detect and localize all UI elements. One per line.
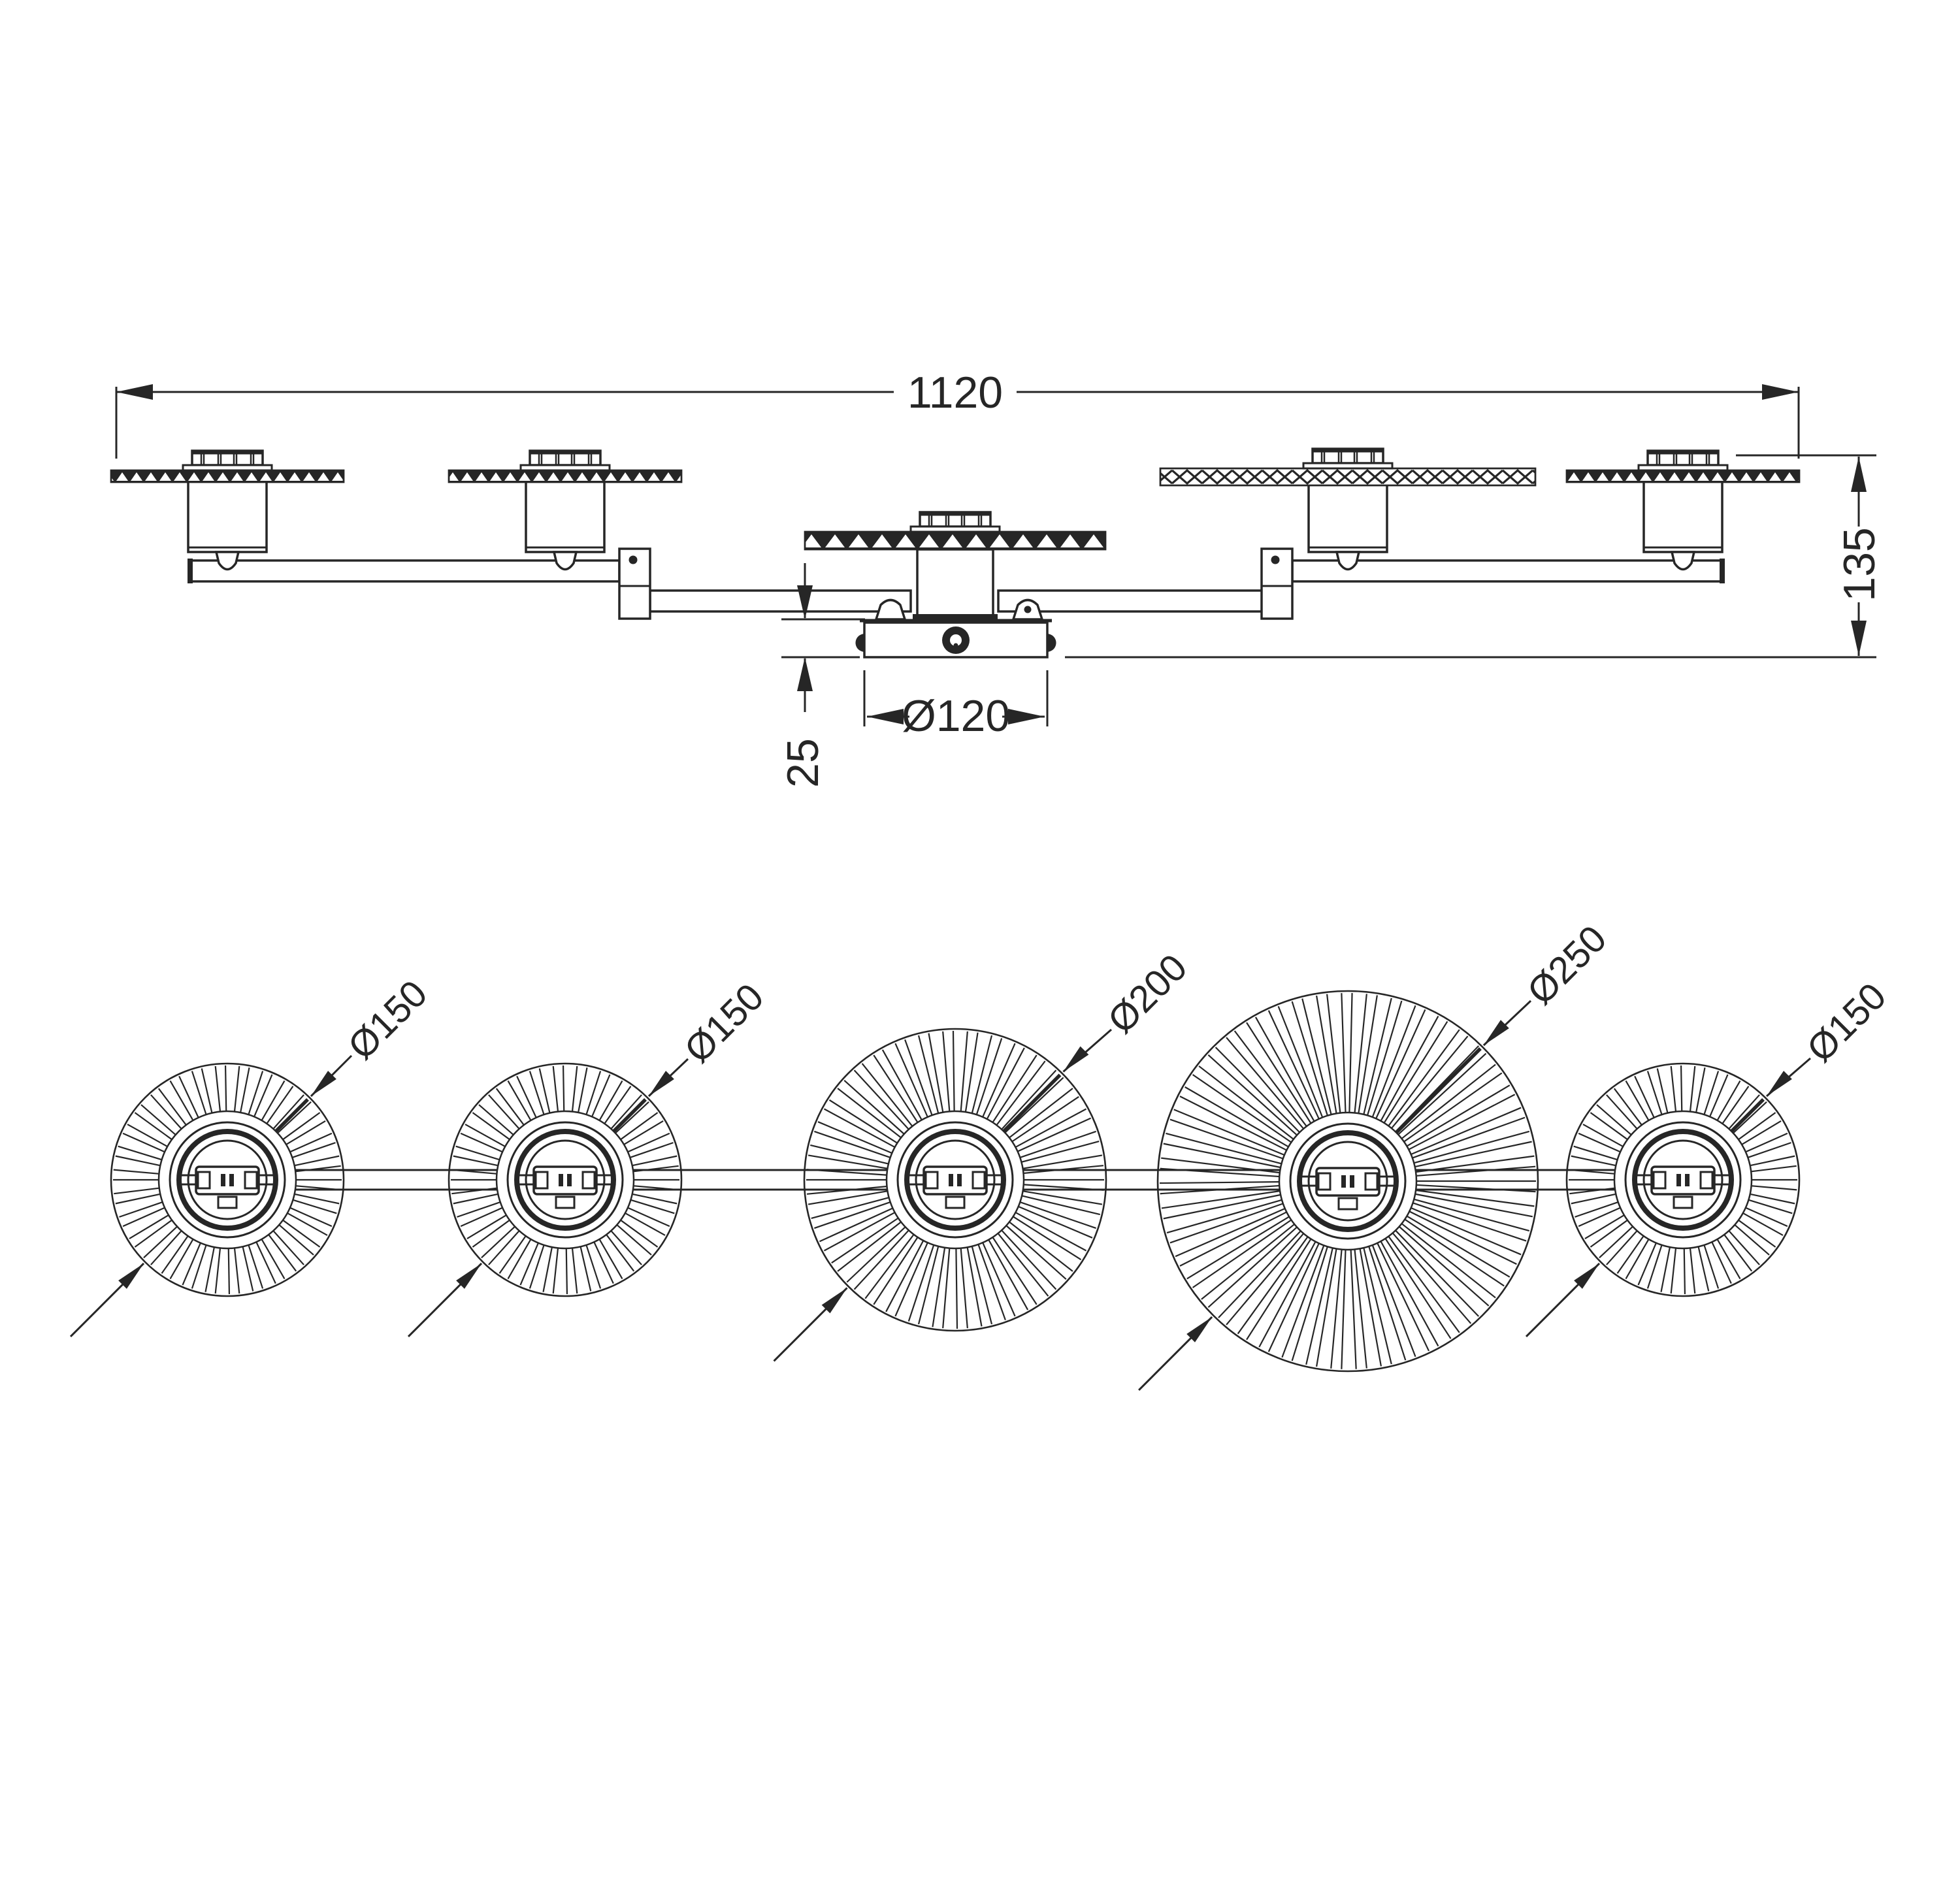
leader-arrow xyxy=(310,1071,336,1097)
canopy-side-knob-right xyxy=(1047,634,1056,652)
lamp-head-1 xyxy=(110,449,345,571)
disc-diameter-label: Ø150 xyxy=(676,975,772,1071)
dim-overall-width: 1120 xyxy=(115,368,1800,459)
shade-seam xyxy=(998,1073,1062,1137)
disc-diameter-label: Ø250 xyxy=(1519,917,1614,1013)
shade-disc-edge xyxy=(1159,467,1537,487)
joint-screw-right xyxy=(1271,555,1280,564)
dimensions: 1120 135 25 xyxy=(115,368,1884,788)
socket-detail xyxy=(195,1165,260,1195)
shade-rim xyxy=(803,1028,1107,1332)
socket-body xyxy=(525,480,606,553)
ceiling-canopy xyxy=(855,598,1056,658)
lamp-head-4 xyxy=(1159,447,1537,571)
shade-disc-5 xyxy=(1565,1062,1801,1297)
shade-rim xyxy=(110,1062,345,1297)
arm-center-right xyxy=(997,589,1264,613)
leader-arrow xyxy=(456,1263,482,1289)
leader-arrow xyxy=(821,1288,847,1314)
shade-rim xyxy=(1156,990,1539,1373)
side-elevation-view: 1120 135 25 xyxy=(110,368,1884,788)
canopy-height-label: 25 xyxy=(778,738,828,788)
socket-body xyxy=(187,480,268,553)
center-lamp-base xyxy=(913,614,998,620)
canopy-side-knob-left xyxy=(855,634,864,652)
dim-overall-height: 135 xyxy=(1065,454,1884,658)
joint-block-left xyxy=(618,547,651,620)
joint-screw-left xyxy=(629,555,638,564)
arm-joints xyxy=(618,547,1294,620)
dim-canopy-height: 25 xyxy=(778,563,865,788)
disc-diameter-label: Ø200 xyxy=(1100,946,1195,1041)
socket-detail xyxy=(532,1165,598,1195)
arm-left xyxy=(188,559,621,583)
arm-right xyxy=(1291,559,1725,583)
lamp-holder-flange xyxy=(182,464,273,472)
arm-center-left xyxy=(649,589,912,613)
lamp-head-3 xyxy=(804,511,1107,620)
disc-diameter-label: Ø150 xyxy=(340,972,435,1067)
shade-disc-edge xyxy=(804,530,1107,551)
canopy-diameter-label: Ø120 xyxy=(902,691,1010,741)
arm-right-end-cap xyxy=(1720,559,1725,583)
socket-body xyxy=(1642,480,1723,553)
leader-arrow xyxy=(1186,1316,1213,1342)
shade-seam xyxy=(1725,1098,1765,1137)
socket-nub xyxy=(552,551,578,571)
socket-body xyxy=(1307,483,1388,553)
leader-arrow xyxy=(1574,1263,1600,1289)
socket-nub xyxy=(1335,551,1361,571)
overall-height-label: 135 xyxy=(1835,527,1884,601)
lamp-heads-layer xyxy=(110,447,1801,620)
leader-arrow xyxy=(1483,1020,1509,1046)
shade-seam xyxy=(1390,1047,1482,1139)
socket-nub xyxy=(1670,551,1696,571)
shade-disc-edge xyxy=(1565,469,1801,483)
clip-screw xyxy=(1024,606,1032,613)
socket-nub xyxy=(214,551,240,571)
socket-detail xyxy=(1315,1167,1380,1197)
leader-arrow xyxy=(1063,1046,1089,1072)
lamp-head-2 xyxy=(448,449,683,571)
disc-diameter-label: Ø150 xyxy=(1799,975,1894,1070)
shade-disc-4 xyxy=(1156,990,1539,1373)
shade-disc-2 xyxy=(448,1062,683,1297)
lamp-head-5 xyxy=(1565,449,1801,571)
lamp-holder-flange xyxy=(1637,464,1729,472)
socket-body xyxy=(916,548,994,620)
leader-arrow xyxy=(1766,1071,1792,1097)
shade-rim xyxy=(448,1062,683,1297)
socket-detail xyxy=(1650,1165,1716,1195)
shade-disc-edge xyxy=(110,469,345,483)
leader-arrow xyxy=(648,1071,674,1097)
canopy-clip-left xyxy=(874,598,907,621)
shade-disc-edge xyxy=(448,469,683,483)
shade-seam xyxy=(608,1098,647,1137)
shade-rim xyxy=(1565,1062,1801,1297)
shade-discs-layer xyxy=(110,990,1801,1373)
shade-disc-1 xyxy=(110,1062,345,1297)
lamp-holder-flange xyxy=(519,464,611,472)
shade-seam xyxy=(270,1098,309,1137)
socket-detail xyxy=(923,1165,988,1195)
shade-disc-3 xyxy=(803,1028,1107,1332)
arm-left-end-cap xyxy=(188,559,193,583)
dim-canopy-diameter: Ø120 xyxy=(863,670,1049,741)
lamp-holder-flange xyxy=(909,525,1001,533)
lamp-holder-flange xyxy=(1302,462,1394,470)
leader-arrow xyxy=(118,1263,144,1289)
overall-width-label: 1120 xyxy=(907,368,1003,417)
